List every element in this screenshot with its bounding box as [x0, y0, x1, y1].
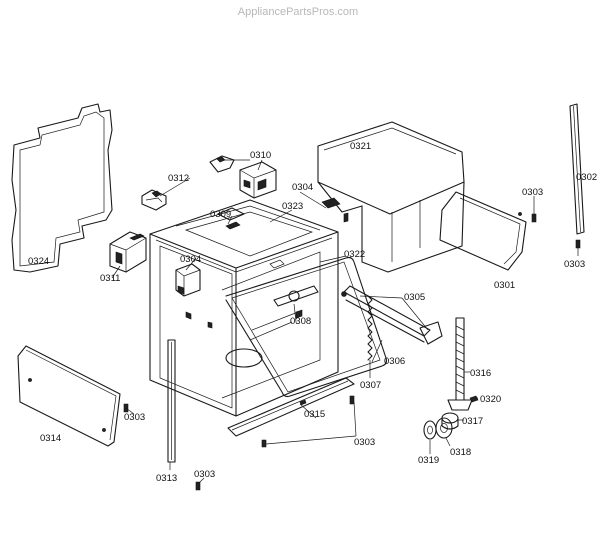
label-0303-c: 0303: [124, 412, 145, 423]
label-0322: 0322: [344, 249, 365, 260]
label-0312: 0312: [168, 173, 189, 184]
part-0312-bracket[interactable]: [141, 189, 167, 211]
label-0314: 0314: [40, 433, 61, 444]
part-0311-junction-box[interactable]: [109, 231, 147, 273]
label-0307: 0307: [360, 380, 381, 391]
label-0303-d: 0303: [354, 437, 375, 448]
part-0319-washer[interactable]: [423, 420, 437, 440]
label-0317: 0317: [462, 416, 483, 427]
label-0304-left: 0304: [180, 254, 201, 265]
part-0310-bracket[interactable]: [209, 155, 235, 173]
part-0321-outer-cover[interactable]: [317, 121, 465, 273]
part-0301-side-panel[interactable]: [439, 191, 527, 271]
label-0303-e: 0303: [194, 469, 215, 480]
part-dishwasher-tub[interactable]: [149, 199, 339, 417]
part-0313-seal-strip[interactable]: [167, 339, 176, 463]
part-0315-bottom-rail[interactable]: [227, 377, 355, 437]
label-0324: 0324: [28, 256, 49, 267]
label-0302: 0302: [576, 172, 597, 183]
label-0321: 0321: [350, 141, 371, 152]
part-0303-screw-1[interactable]: [531, 213, 537, 223]
part-0314-toe-kick-panel[interactable]: [17, 345, 121, 447]
label-0306: 0306: [384, 356, 405, 367]
label-0313: 0313: [156, 473, 177, 484]
part-0304-bracket-left[interactable]: [175, 263, 201, 297]
part-0310-connector-block[interactable]: [239, 161, 277, 199]
part-0303-screw-4[interactable]: [261, 395, 355, 448]
label-0323: 0323: [282, 201, 303, 212]
label-0310: 0310: [250, 150, 271, 161]
label-0311: 0311: [100, 273, 120, 284]
part-0308-spray-arm[interactable]: [269, 259, 319, 319]
part-0309-component[interactable]: [217, 207, 245, 230]
label-0316: 0316: [470, 368, 491, 379]
label-0304-top: 0304: [292, 182, 313, 193]
label-0301: 0301: [494, 280, 515, 291]
part-0316-leveling-leg[interactable]: [447, 317, 473, 411]
part-0303-screw-5[interactable]: [195, 481, 201, 491]
label-0315: 0315: [304, 409, 325, 420]
label-0318: 0318: [450, 447, 471, 458]
part-0324-insulation-panel[interactable]: [11, 103, 113, 273]
part-0303-screw-2[interactable]: [575, 239, 581, 249]
part-0307-spring[interactable]: [367, 295, 373, 361]
watermark-text: AppliancePartsPros.com: [238, 6, 358, 18]
part-0320-clip[interactable]: [469, 395, 479, 403]
label-0303-a: 0303: [522, 187, 543, 198]
label-0309: 0309: [210, 209, 231, 220]
label-0305: 0305: [404, 292, 425, 303]
part-0305-hinge-arm[interactable]: [341, 285, 443, 345]
part-0302-trim-strip[interactable]: [569, 103, 585, 235]
part-0322-gasket[interactable]: [225, 256, 388, 398]
label-0308: 0308: [290, 316, 311, 327]
leader-lines: [111, 159, 579, 485]
label-0319: 0319: [418, 455, 439, 466]
label-0320: 0320: [480, 394, 501, 405]
label-0303-b: 0303: [564, 259, 585, 270]
